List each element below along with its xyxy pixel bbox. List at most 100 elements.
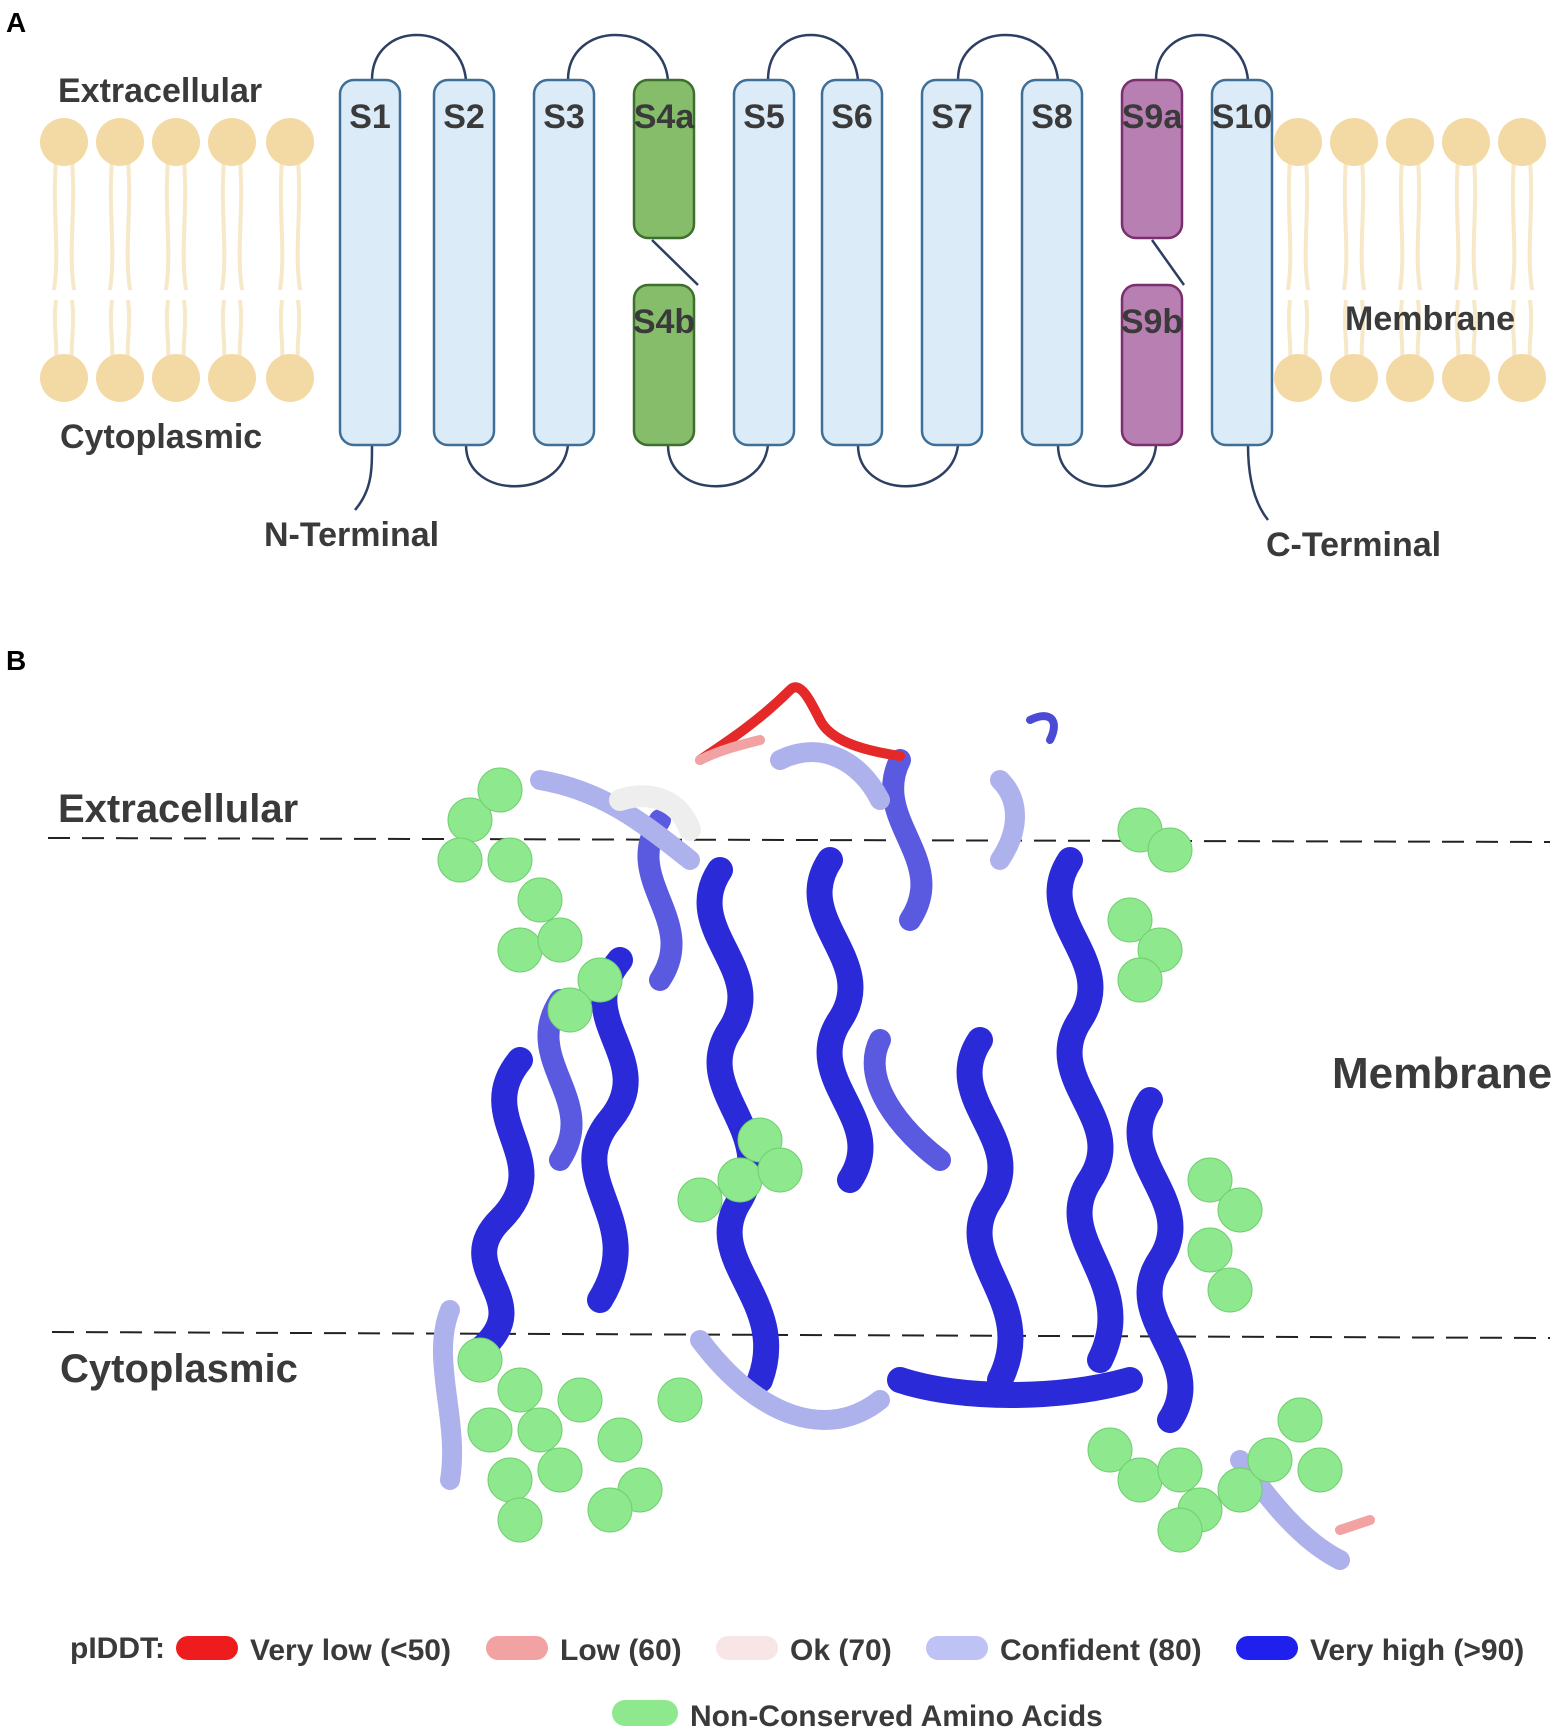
loop-top: [1026, 712, 1058, 744]
lipid-tail: [108, 159, 115, 291]
non-conserved-residue: [547, 987, 593, 1033]
lipid-tail: [237, 159, 244, 291]
connecting-loops: [354, 33, 1269, 521]
protein-structure: [433, 682, 1375, 1570]
lipid-head: [1330, 354, 1378, 402]
non-conserved-residues: [437, 767, 1343, 1553]
non-conserved-residue: [1217, 1467, 1263, 1513]
lipid-head: [266, 354, 314, 402]
lipid-tail: [1303, 159, 1310, 291]
non-conserved-residue: [1277, 1397, 1323, 1443]
non-conserved-residue: [457, 1337, 503, 1383]
non-conserved-residue: [1117, 1457, 1163, 1503]
legend-label: Very high (>90): [1310, 1634, 1524, 1667]
lipid-head: [1498, 354, 1546, 402]
panel-b-letter: B: [6, 645, 26, 676]
non-conserved-residue: [537, 917, 583, 963]
legend-label: Ok (70): [790, 1634, 892, 1667]
lipid-bilayer: [40, 118, 1546, 402]
non-conserved-residue: [597, 1417, 643, 1463]
segment-label: S10: [1212, 98, 1273, 136]
segment-label: S2: [443, 98, 485, 136]
segment-s6: [820, 78, 884, 447]
loop-low: [695, 735, 765, 765]
segment-label: S9b: [1121, 303, 1183, 341]
non-conserved-residue: [497, 927, 543, 973]
non-conserved-residue: [587, 1487, 633, 1533]
non-conserved-residue: [1157, 1447, 1203, 1493]
legend-title: pIDDT:: [70, 1632, 165, 1665]
segment-s4a: [632, 78, 696, 240]
membrane-label-a: Membrane: [1345, 300, 1515, 338]
legend-label: Low (60): [560, 1634, 682, 1667]
lipid-tail: [1527, 159, 1534, 291]
legend-swatch: [486, 1636, 548, 1660]
legend-label: Confident (80): [1000, 1634, 1202, 1667]
non-conserved-residue: [1117, 957, 1163, 1003]
segment-s9a: [1120, 78, 1184, 240]
legend-swatch: [1236, 1636, 1298, 1660]
extracellular-boundary-line: [47, 837, 1551, 843]
lipid-tail: [1342, 159, 1349, 291]
c-tail-low: [1335, 1515, 1375, 1535]
cytoplasmic-label-b: Cytoplasmic: [60, 1347, 298, 1391]
segment-s10: [1210, 78, 1274, 447]
helix-ok: [609, 785, 701, 841]
lipid-head: [1274, 118, 1322, 166]
segment-s7: [920, 78, 984, 447]
lipid-tail: [1286, 159, 1293, 291]
cytoplasmic-boundary-line: [51, 1331, 1551, 1339]
legend-label-non-conserved: Non-Conserved Amino Acids: [690, 1700, 1103, 1733]
lipid-tail: [164, 159, 171, 291]
lipid-tail: [295, 159, 302, 291]
legend-label: Very low (<50): [250, 1634, 451, 1667]
legend-swatch: [926, 1636, 988, 1660]
loop-very-low: [695, 682, 905, 765]
segment-s2: [432, 78, 496, 447]
n-terminal-label: N-Terminal: [264, 516, 439, 554]
helices-very-high: [467, 847, 1194, 1433]
non-conserved-residue: [577, 957, 623, 1003]
segment-s1: [338, 78, 402, 447]
non-conserved-residue: [477, 767, 523, 813]
lipid-tail: [1415, 159, 1422, 291]
lipid-head: [40, 354, 88, 402]
segment-s3: [532, 78, 596, 447]
lipid-tail: [181, 159, 188, 291]
non-conserved-residue: [487, 1457, 533, 1503]
segment-label: S9a: [1122, 98, 1184, 136]
lipid-tail: [1454, 159, 1461, 291]
lipid-head: [1386, 354, 1434, 402]
non-conserved-residue: [1217, 1187, 1263, 1233]
non-conserved-residue: [717, 1157, 763, 1203]
segment-label: S3: [543, 98, 585, 136]
non-conserved-residue: [497, 1367, 543, 1413]
c-terminal-label: C-Terminal: [1266, 526, 1441, 564]
non-conserved-residue: [757, 1147, 803, 1193]
segment-label: S6: [831, 98, 873, 136]
segment-s5: [732, 78, 796, 447]
cytoplasmic-label-a: Cytoplasmic: [60, 418, 262, 456]
non-conserved-residue: [517, 1407, 563, 1453]
lipid-head: [40, 118, 88, 166]
legend: pIDDT: Very low (<50) Low (60) Ok (70) Conf…: [70, 1632, 1524, 1733]
segment-s4b: [632, 283, 696, 447]
lipid-tail: [52, 159, 59, 291]
lipid-head: [1386, 118, 1434, 166]
non-conserved-residue: [557, 1377, 603, 1423]
lipid-head: [1442, 354, 1490, 402]
non-conserved-residue: [1157, 1507, 1203, 1553]
lipid-tail: [1398, 159, 1405, 291]
segment-s9b: [1120, 283, 1184, 447]
segment-label: S7: [931, 98, 973, 136]
non-conserved-residue: [1207, 1267, 1253, 1313]
lipid-head: [266, 118, 314, 166]
lipid-head: [1498, 118, 1546, 166]
lipid-tail: [69, 159, 76, 291]
lipid-tail: [1510, 159, 1517, 291]
lipid-head: [208, 354, 256, 402]
lipid-tail: [125, 159, 132, 291]
non-conserved-residue: [1297, 1447, 1343, 1493]
lipid-head: [152, 118, 200, 166]
